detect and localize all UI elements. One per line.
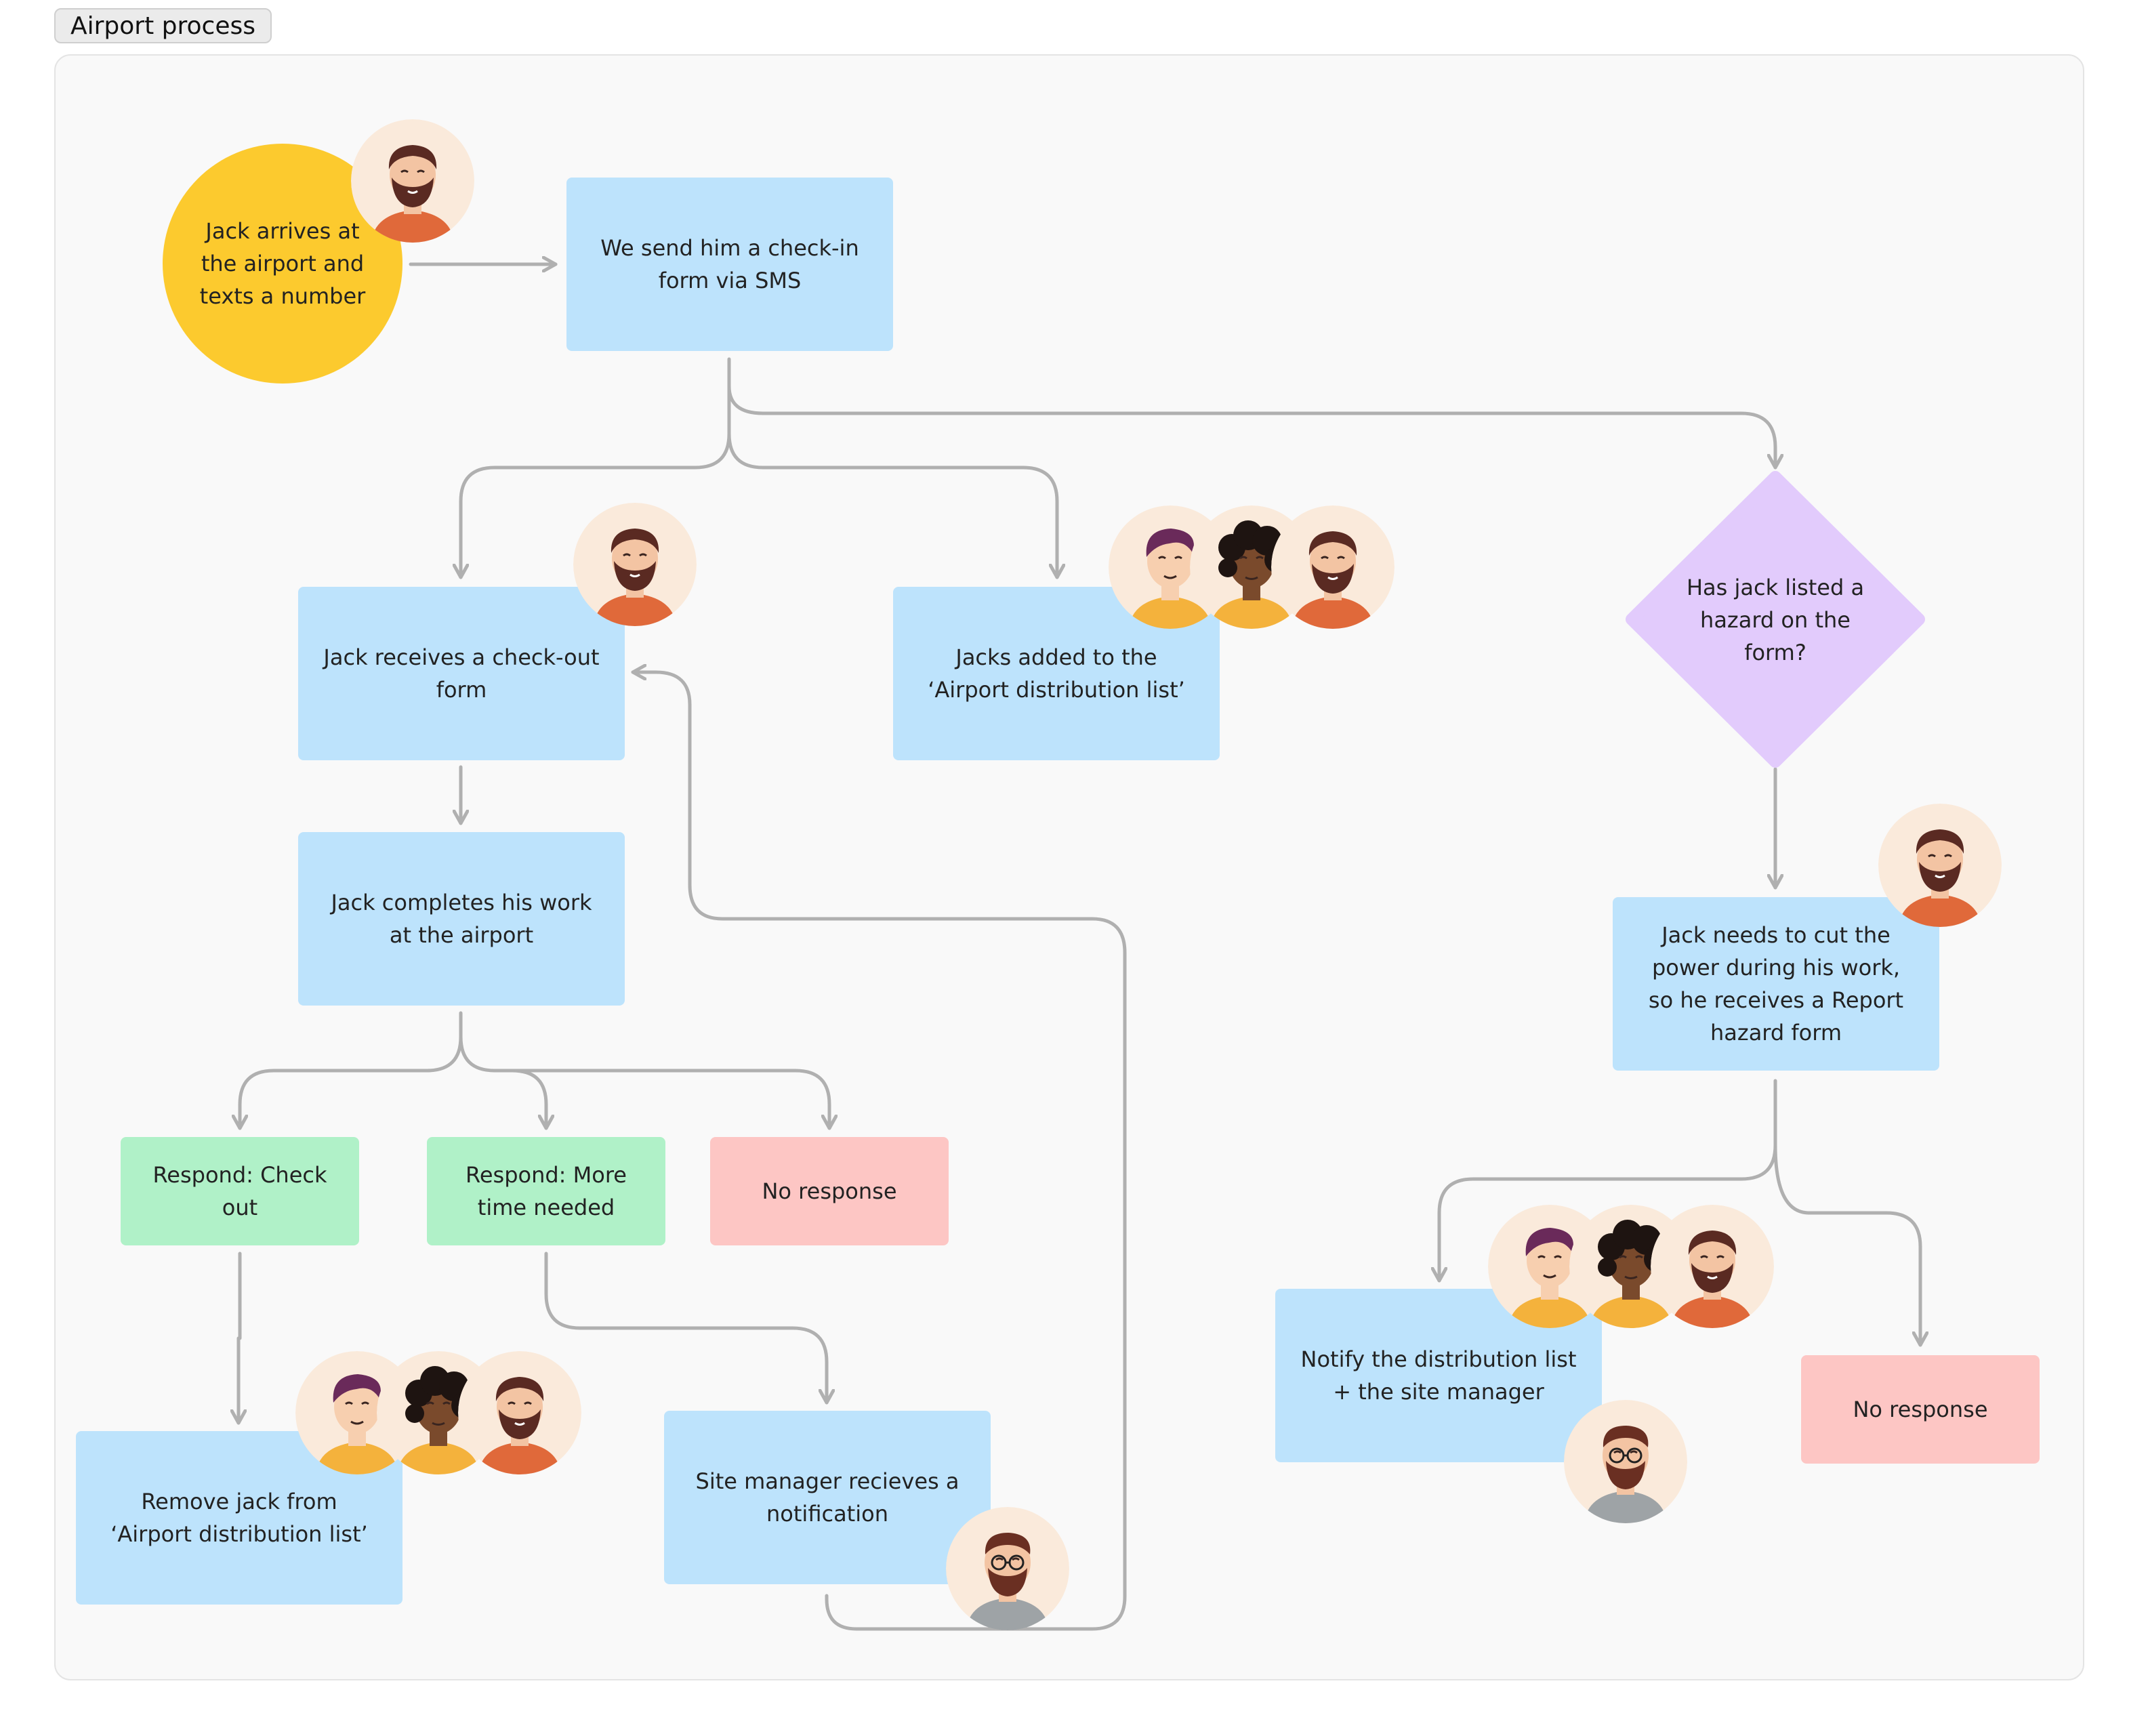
cut-power-node[interactable]: Jack needs to cut the power during his w… bbox=[1613, 897, 1939, 1071]
respond-checkout-node[interactable]: Respond: Check out bbox=[121, 1137, 359, 1245]
glasses-man-avatar bbox=[1564, 1400, 1687, 1523]
decision-diamond bbox=[1626, 471, 1925, 768]
bearded-man-avatar bbox=[1878, 804, 2002, 927]
bearded-man-avatar bbox=[1271, 505, 1395, 629]
connector-checkout-respond-to-remove bbox=[239, 1252, 240, 1423]
connector-complete-to-respond-checkout bbox=[240, 1011, 463, 1130]
bearded-man-avatar bbox=[458, 1351, 581, 1474]
no-response-node-1[interactable]: No response bbox=[710, 1137, 949, 1245]
glasses-man-avatar bbox=[946, 1507, 1069, 1630]
connector-cut-power-to-notify bbox=[1439, 1079, 1777, 1283]
start-node[interactable]: Jack arrives at the airport and texts a … bbox=[163, 144, 402, 384]
site-manager-notification-node[interactable]: Site manager recieves a notification bbox=[664, 1411, 991, 1584]
connector-more-time-to-site-manager bbox=[544, 1252, 827, 1405]
connector-send-to-list bbox=[727, 432, 1057, 579]
connector-send-to-checkout bbox=[461, 357, 731, 579]
bearded-man-avatar bbox=[573, 503, 697, 626]
checkout-form-node[interactable]: Jack receives a check-out form bbox=[298, 587, 625, 760]
completes-work-node[interactable]: Jack completes his work at the airport bbox=[298, 832, 625, 1006]
connector-send-to-hazard bbox=[727, 384, 1775, 470]
respond-more-time-node[interactable]: Respond: More time needed bbox=[427, 1137, 665, 1245]
hazard-question-node[interactable]: Has jack listed a hazard on the form? bbox=[1686, 575, 1865, 665]
frame-title[interactable]: Airport process bbox=[54, 8, 272, 43]
connector-cut-power-to-no-response bbox=[1773, 1143, 1920, 1347]
connector-complete-to-more-time bbox=[459, 1035, 546, 1130]
notify-list-node[interactable]: Notify the distribution list + the site … bbox=[1275, 1289, 1602, 1462]
bearded-man-avatar bbox=[351, 119, 474, 243]
no-response-node-2[interactable]: No response bbox=[1801, 1355, 2040, 1464]
bearded-man-avatar bbox=[1651, 1205, 1774, 1328]
connector-complete-to-no-response bbox=[493, 1069, 829, 1130]
send-checkin-node[interactable]: We send him a check-in form via SMS bbox=[566, 178, 893, 351]
connector-site-manager-loop-back bbox=[631, 672, 1127, 1631]
